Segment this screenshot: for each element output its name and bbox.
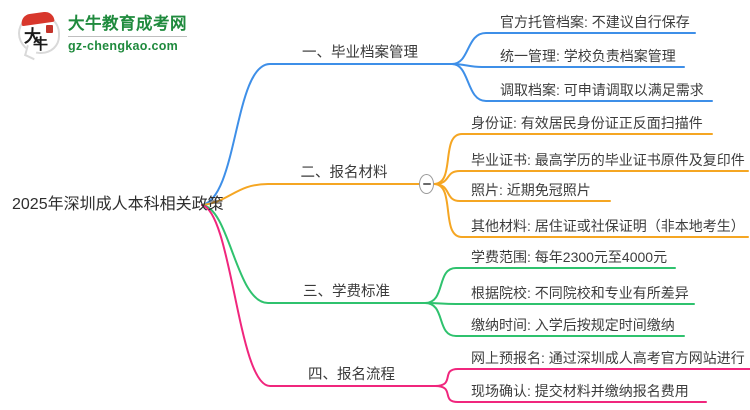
branch-node-tuition[interactable]: 三、学费标准 bbox=[303, 284, 390, 300]
child-node[interactable]: 学费范围: 每年2300元至4000元 bbox=[471, 249, 668, 265]
child-node[interactable]: 现场确认: 提交材料并缴纳报名费用 bbox=[471, 383, 689, 399]
minus-icon bbox=[422, 183, 431, 185]
child-node[interactable]: 身份证: 有效居民身份证正反面扫描件 bbox=[471, 115, 703, 131]
logo-text: 大牛教育成考网 gz-chengkao.com bbox=[68, 14, 187, 54]
child-node[interactable]: 毕业证书: 最高学历的毕业证书原件及复印件 bbox=[471, 152, 745, 168]
branch-node-procedure[interactable]: 四、报名流程 bbox=[308, 367, 395, 383]
child-node[interactable]: 缴纳时间: 入学后按规定时间缴纳 bbox=[471, 317, 675, 333]
logo-bubble-char-1: 大 bbox=[24, 27, 41, 46]
logo-speech-bubble-icon: 大 牛 bbox=[18, 10, 60, 61]
collapse-button[interactable] bbox=[419, 174, 434, 194]
root-node[interactable]: 2025年深圳成人本科相关政策 bbox=[12, 196, 224, 213]
child-node[interactable]: 根据院校: 不同院校和专业有所差异 bbox=[471, 285, 689, 301]
child-node[interactable]: 其他材料: 居住证或社保证明（非本地考生） bbox=[471, 218, 745, 234]
logo-site-name: 大牛教育成考网 bbox=[68, 15, 187, 33]
logo-seal-icon bbox=[46, 25, 53, 33]
child-node[interactable]: 统一管理: 学校负责档案管理 bbox=[500, 48, 676, 64]
child-node[interactable]: 照片: 近期免冠照片 bbox=[471, 182, 591, 198]
logo-site-url: gz-chengkao.com bbox=[68, 36, 187, 54]
child-node[interactable]: 网上预报名: 通过深圳成人高考官方网站进行 bbox=[471, 350, 745, 366]
site-logo: 大 牛 大牛教育成考网 gz-chengkao.com bbox=[18, 10, 187, 61]
branch-node-materials[interactable]: 二、报名材料 bbox=[300, 165, 388, 181]
child-node[interactable]: 调取档案: 可申请调取以满足需求 bbox=[500, 82, 704, 98]
branch-node-archives[interactable]: 一、毕业档案管理 bbox=[302, 45, 418, 61]
child-node[interactable]: 官方托管档案: 不建议自行保存 bbox=[500, 14, 690, 30]
